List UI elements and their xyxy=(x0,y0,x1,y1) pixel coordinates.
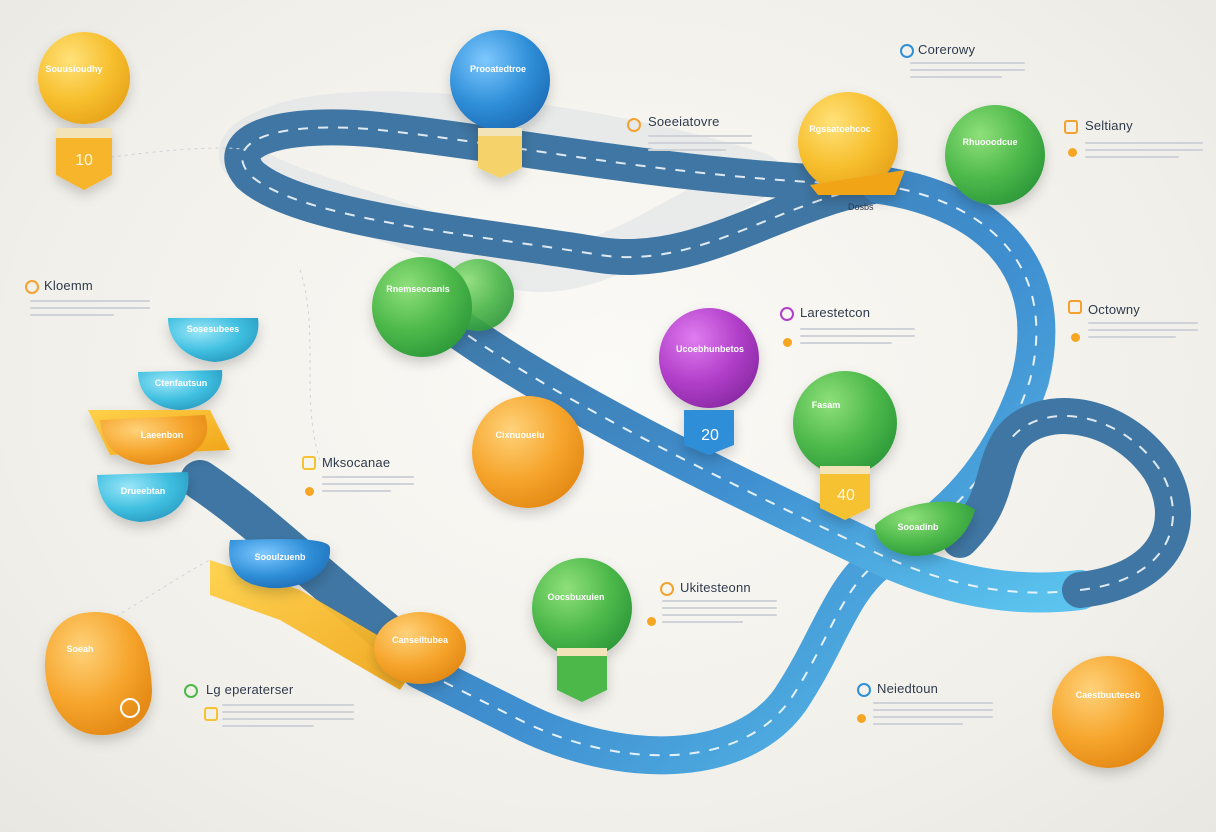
bubble-label-canseiltubea: Canseiltubea xyxy=(392,635,449,645)
bubble-label-sooulzuenb: Sooulzuenb xyxy=(255,552,306,562)
bullet-icon xyxy=(857,714,866,723)
bubble-sooadinb[interactable] xyxy=(875,501,975,556)
text-lines xyxy=(662,600,777,628)
bubble-number-20: 20 xyxy=(701,427,719,444)
text-lines xyxy=(30,300,150,321)
bubble-fasam[interactable] xyxy=(793,371,897,520)
bubble-label-cixnuouelu: Cixnuouelu xyxy=(496,430,545,440)
tab-cyan-3 xyxy=(97,472,189,522)
circle-icon xyxy=(857,683,871,697)
bubble-prooatedtroe[interactable] xyxy=(450,30,550,178)
bullet-icon xyxy=(647,617,656,626)
bubble-label-sosesubees: Sosesubees xyxy=(187,324,240,334)
label-octowny: Octowny xyxy=(1088,302,1140,317)
bubble-label-prooatedtroe: Prooatedtroe xyxy=(470,64,526,74)
bubble-oocsbuxuien[interactable] xyxy=(532,558,632,702)
bubble-number-40: 40 xyxy=(837,487,855,504)
circle-icon xyxy=(184,684,198,698)
circle-icon xyxy=(900,44,914,58)
label-corerowy: Corerowy xyxy=(918,42,976,57)
tab-blue xyxy=(229,539,331,589)
bubble-label-fasam: Fasam xyxy=(812,400,841,410)
label-larestetcon: Larestetcon xyxy=(800,305,871,320)
label-neiedtoun: Neiedtoun xyxy=(877,681,939,696)
text-lines xyxy=(873,702,993,730)
bullet-icon xyxy=(305,487,314,496)
label-soeeiatovre: Soeeiatovre xyxy=(648,114,720,129)
square-icon xyxy=(1064,120,1078,134)
bubble-rnemseocanis[interactable] xyxy=(372,257,514,357)
label-kloemm: Kloemm xyxy=(44,278,93,293)
text-lines xyxy=(648,135,752,156)
square-icon xyxy=(302,456,316,470)
road-yellow-band xyxy=(210,560,420,690)
label-ukitesteonn: Ukitesteonn xyxy=(680,580,751,595)
text-lines xyxy=(800,328,915,349)
bubble-label-ctenfautsun: Ctenfautsun xyxy=(155,378,208,388)
text-lines xyxy=(322,476,414,497)
text-lines xyxy=(1085,142,1203,163)
bubble-label-drueebtan: Drueebtan xyxy=(121,486,166,496)
bubble-label-rgssatoehcoc: Rgssatoehcoc xyxy=(809,124,871,134)
bubble-label-sooadinb: Sooadinb xyxy=(898,522,939,532)
tab-cyan-2 xyxy=(138,370,223,410)
bubble-label-rhuooodcue: Rhuooodcue xyxy=(963,137,1018,147)
label-mksocanae: Mksocanae xyxy=(322,455,391,470)
bubble-label-soeah: Soeah xyxy=(66,644,93,654)
bubble-canseiltubea[interactable] xyxy=(374,612,466,684)
bubble-label-caestbuuteceb: Caestbuuteceb xyxy=(1076,690,1141,700)
road-label: Dosbs xyxy=(848,202,874,212)
bubble-label-laeenbon: Laeenbon xyxy=(141,430,184,440)
bubble-label-ucoebhunbetos: Ucoebhunbetos xyxy=(676,344,744,354)
text-lines xyxy=(910,62,1025,83)
swirl-icon xyxy=(780,307,794,321)
bubble-caestbuuteceb[interactable] xyxy=(1052,656,1164,768)
bubble-rhuooodcue[interactable] xyxy=(945,105,1045,205)
square-icon xyxy=(204,707,218,721)
bullet-icon xyxy=(1071,333,1080,342)
bullet-icon xyxy=(783,338,792,347)
circle-icon xyxy=(660,582,674,596)
bubble-rgssatoehcoc[interactable] xyxy=(798,92,905,195)
left-stack xyxy=(88,318,331,589)
tab-cyan-1 xyxy=(168,318,259,362)
bubble-souusioudhy[interactable] xyxy=(38,32,130,190)
bubble-label-souusioudhy: Souusioudhy xyxy=(46,64,103,74)
bubble-soeah[interactable] xyxy=(45,612,152,735)
road-top-loop xyxy=(224,109,898,276)
bullet-icon xyxy=(1068,148,1077,157)
bubble-number-10: 10 xyxy=(75,152,93,169)
tab-orange xyxy=(100,415,208,465)
heart-icon xyxy=(25,280,39,294)
label-eperaterser: Lg eperaterser xyxy=(206,682,294,697)
bubble-ucoebhunbetos[interactable] xyxy=(659,308,759,455)
label-seltiany: Seltiany xyxy=(1085,118,1133,133)
connectors xyxy=(89,147,321,621)
bubble-label-rnemseocanis: Rnemseocanis xyxy=(386,284,450,294)
bubble-label-oocsbuxuien: Oocsbuxuien xyxy=(547,592,604,602)
square-icon xyxy=(1068,300,1082,314)
bubbles xyxy=(38,30,1164,768)
bubble-cixnuouelu[interactable] xyxy=(472,396,584,508)
text-lines xyxy=(222,704,354,732)
road-right-loop xyxy=(942,398,1191,608)
heart-icon xyxy=(627,118,641,132)
text-lines xyxy=(1088,322,1198,343)
